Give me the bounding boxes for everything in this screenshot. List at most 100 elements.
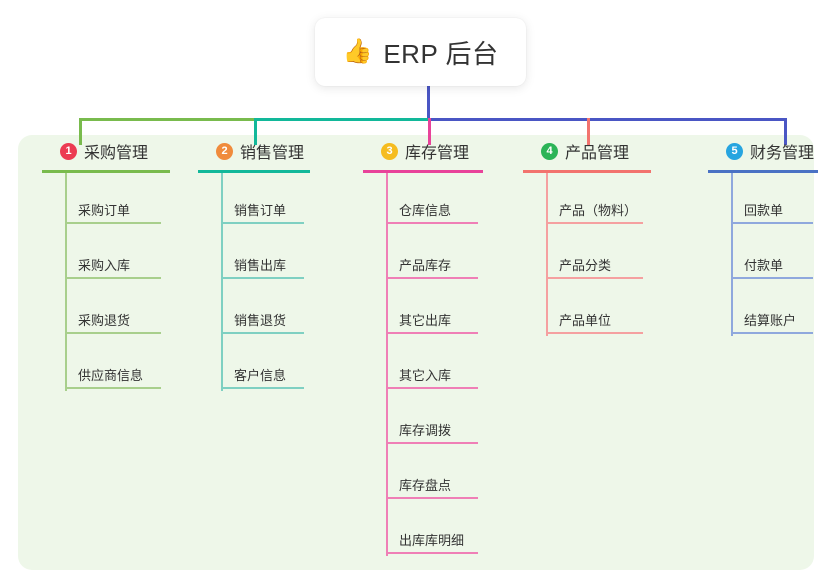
menu-item-label: 产品库存	[399, 258, 452, 273]
menu-item-label: 销售出库	[234, 258, 287, 273]
menu-item[interactable]: 仓库信息	[363, 173, 483, 228]
drop-connector-4	[587, 118, 590, 145]
menu-item-label: 出库库明细	[399, 533, 465, 548]
menu-item-label: 销售订单	[234, 203, 287, 218]
menu-item[interactable]: 付款单	[708, 228, 818, 283]
root-node-card[interactable]: 👍 ERP 后台	[315, 18, 526, 86]
bus-segment-green	[79, 118, 254, 121]
column-branch-5: 回款单付款单结算账户	[708, 173, 818, 338]
branch-spine-1	[65, 173, 67, 391]
menu-item-rule	[386, 442, 478, 444]
drop-connector-3	[428, 118, 431, 145]
menu-item[interactable]: 出库库明细	[363, 503, 483, 558]
menu-item[interactable]: 库存盘点	[363, 448, 483, 503]
menu-item-label: 采购退货	[78, 313, 131, 328]
column-header-3[interactable]: 3 库存管理	[363, 135, 483, 167]
menu-item[interactable]: 回款单	[708, 173, 818, 228]
menu-item-rule	[546, 277, 643, 279]
menu-item-rule	[546, 222, 643, 224]
menu-item-rule	[386, 497, 478, 499]
menu-item-rule	[386, 222, 478, 224]
menu-item[interactable]: 客户信息	[198, 338, 310, 393]
menu-item-label: 采购入库	[78, 258, 131, 273]
menu-item[interactable]: 采购退货	[42, 283, 170, 338]
root-stem-connector	[427, 86, 430, 120]
column-branch-2: 销售订单销售出库销售退货客户信息	[198, 173, 310, 393]
column-1: 1 采购管理采购订单采购入库采购退货供应商信息	[42, 135, 170, 393]
column-badge-2: 2	[216, 142, 233, 160]
menu-item-label: 库存调拨	[399, 423, 452, 438]
column-title-1: 采购管理	[84, 145, 149, 162]
menu-item-label: 付款单	[744, 258, 784, 273]
menu-item[interactable]: 产品单位	[523, 283, 651, 338]
column-rule-2	[198, 170, 310, 173]
root-node-title: ERP 后台	[383, 38, 499, 69]
column-badge-5: 5	[726, 142, 743, 160]
menu-item-rule	[65, 222, 161, 224]
drop-connector-1	[79, 118, 82, 145]
column-badge-3: 3	[381, 142, 398, 160]
branch-spine-3	[386, 173, 388, 556]
menu-item-rule	[386, 387, 478, 389]
drop-connector-5	[784, 118, 787, 145]
menu-item-rule	[731, 222, 813, 224]
column-rule-5	[708, 170, 818, 173]
menu-item-label: 库存盘点	[399, 478, 452, 493]
menu-item[interactable]: 其它出库	[363, 283, 483, 338]
menu-item[interactable]: 库存调拨	[363, 393, 483, 448]
menu-item-label: 客户信息	[234, 368, 287, 383]
branch-spine-2	[221, 173, 223, 391]
menu-item-label: 其它入库	[399, 368, 452, 383]
column-header-1[interactable]: 1 采购管理	[42, 135, 170, 167]
column-branch-4: 产品（物料） 产品分类产品单位	[523, 173, 651, 338]
menu-item-label: 回款单	[744, 203, 784, 218]
menu-item-rule	[731, 332, 813, 334]
menu-item-rule	[731, 277, 813, 279]
menu-item-rule	[221, 222, 304, 224]
menu-item-rule	[221, 387, 304, 389]
bus-segment-teal	[254, 118, 428, 121]
column-badge-1: 1	[60, 142, 77, 160]
menu-item-rule	[221, 277, 304, 279]
menu-item-rule	[546, 332, 643, 334]
menu-item[interactable]: 采购订单	[42, 173, 170, 228]
branch-spine-5	[731, 173, 733, 336]
column-container: 1 采购管理采购订单采购入库采购退货供应商信息 2 销售管理销售订单销售出库销售退货客…	[18, 135, 818, 570]
column-rule-4	[523, 170, 651, 173]
menu-item[interactable]: 其它入库	[363, 338, 483, 393]
bus-segment-indigo	[428, 118, 787, 121]
menu-item[interactable]: 销售退货	[198, 283, 310, 338]
column-branch-3: 仓库信息产品库存其它出库其它入库库存调拨库存盘点出库库明细	[363, 173, 483, 558]
menu-item[interactable]: 产品（物料）	[523, 173, 651, 228]
menu-item-rule	[386, 277, 478, 279]
menu-item-rule	[65, 277, 161, 279]
menu-item-rule	[386, 332, 478, 334]
menu-item[interactable]: 销售出库	[198, 228, 310, 283]
column-title-3: 库存管理	[405, 145, 470, 162]
menu-item[interactable]: 结算账户	[708, 283, 818, 338]
menu-item-rule	[221, 332, 304, 334]
menu-item-label: 仓库信息	[399, 203, 452, 218]
menu-item-rule	[386, 552, 478, 554]
column-rule-3	[363, 170, 483, 173]
menu-item-label: 销售退货	[234, 313, 287, 328]
menu-item-label: 产品（物料）	[559, 203, 638, 218]
menu-item[interactable]: 产品分类	[523, 228, 651, 283]
menu-item[interactable]: 销售订单	[198, 173, 310, 228]
column-header-2[interactable]: 2 销售管理	[198, 135, 310, 167]
column-badge-4: 4	[541, 142, 558, 160]
menu-item-label: 产品单位	[559, 313, 612, 328]
menu-item-label: 供应商信息	[78, 368, 144, 383]
branch-spine-4	[546, 173, 548, 336]
menu-item[interactable]: 采购入库	[42, 228, 170, 283]
menu-item[interactable]: 供应商信息	[42, 338, 170, 393]
column-rule-1	[42, 170, 170, 173]
menu-item-label: 产品分类	[559, 258, 612, 273]
column-2: 2 销售管理销售订单销售出库销售退货客户信息	[198, 135, 310, 393]
column-title-2: 销售管理	[240, 145, 305, 162]
menu-item[interactable]: 产品库存	[363, 228, 483, 283]
